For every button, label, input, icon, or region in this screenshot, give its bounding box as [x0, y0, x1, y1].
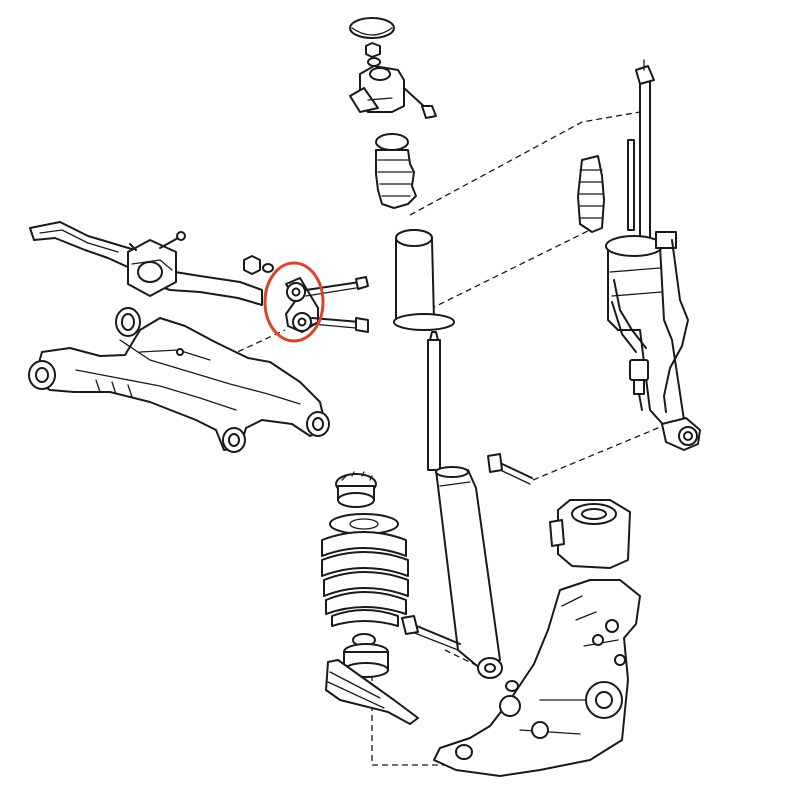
dust-cap [349, 17, 395, 39]
link-bolt-upper [305, 276, 369, 297]
air-strut-lower-bolt [487, 453, 533, 485]
control-arm-bushing-inner [28, 360, 56, 390]
control-arm-bushing-rear [222, 427, 246, 453]
top-nut [365, 42, 381, 67]
air-strut-boot [577, 155, 605, 233]
air-strut-line [611, 239, 689, 413]
spring-lower-seat [325, 659, 419, 725]
air-strut-lower-eye [661, 417, 701, 451]
highlight-circle [263, 261, 325, 343]
link-bolt-lower [311, 317, 369, 333]
bushing-clamp-bolt [129, 231, 186, 251]
shock-lower-eye [477, 657, 503, 679]
link-nut-upper [243, 255, 274, 275]
stabilizer-link[interactable] [285, 277, 319, 333]
air-strut-sensor-connector [629, 359, 649, 411]
stabilizer-bushing [127, 239, 177, 297]
top-mount-bolt [403, 87, 437, 119]
control-arm-bushing-outer [306, 411, 330, 437]
control-arm-bushing-front [115, 307, 141, 337]
wheel-carrier [433, 579, 641, 777]
spring-upper-seat [335, 471, 377, 508]
bump-stop [375, 133, 417, 209]
air-strut-body [605, 231, 685, 431]
shock-lower-bolt [401, 615, 461, 651]
air-strut-rod [627, 59, 655, 241]
coil-spring [321, 513, 409, 627]
shock-washer [505, 680, 519, 692]
knuckle-bushing [549, 499, 631, 569]
strut-top-mount [349, 65, 405, 113]
control-arm-hole [176, 348, 184, 356]
shock-absorber [427, 331, 501, 671]
strut-dust-boot [393, 229, 455, 331]
